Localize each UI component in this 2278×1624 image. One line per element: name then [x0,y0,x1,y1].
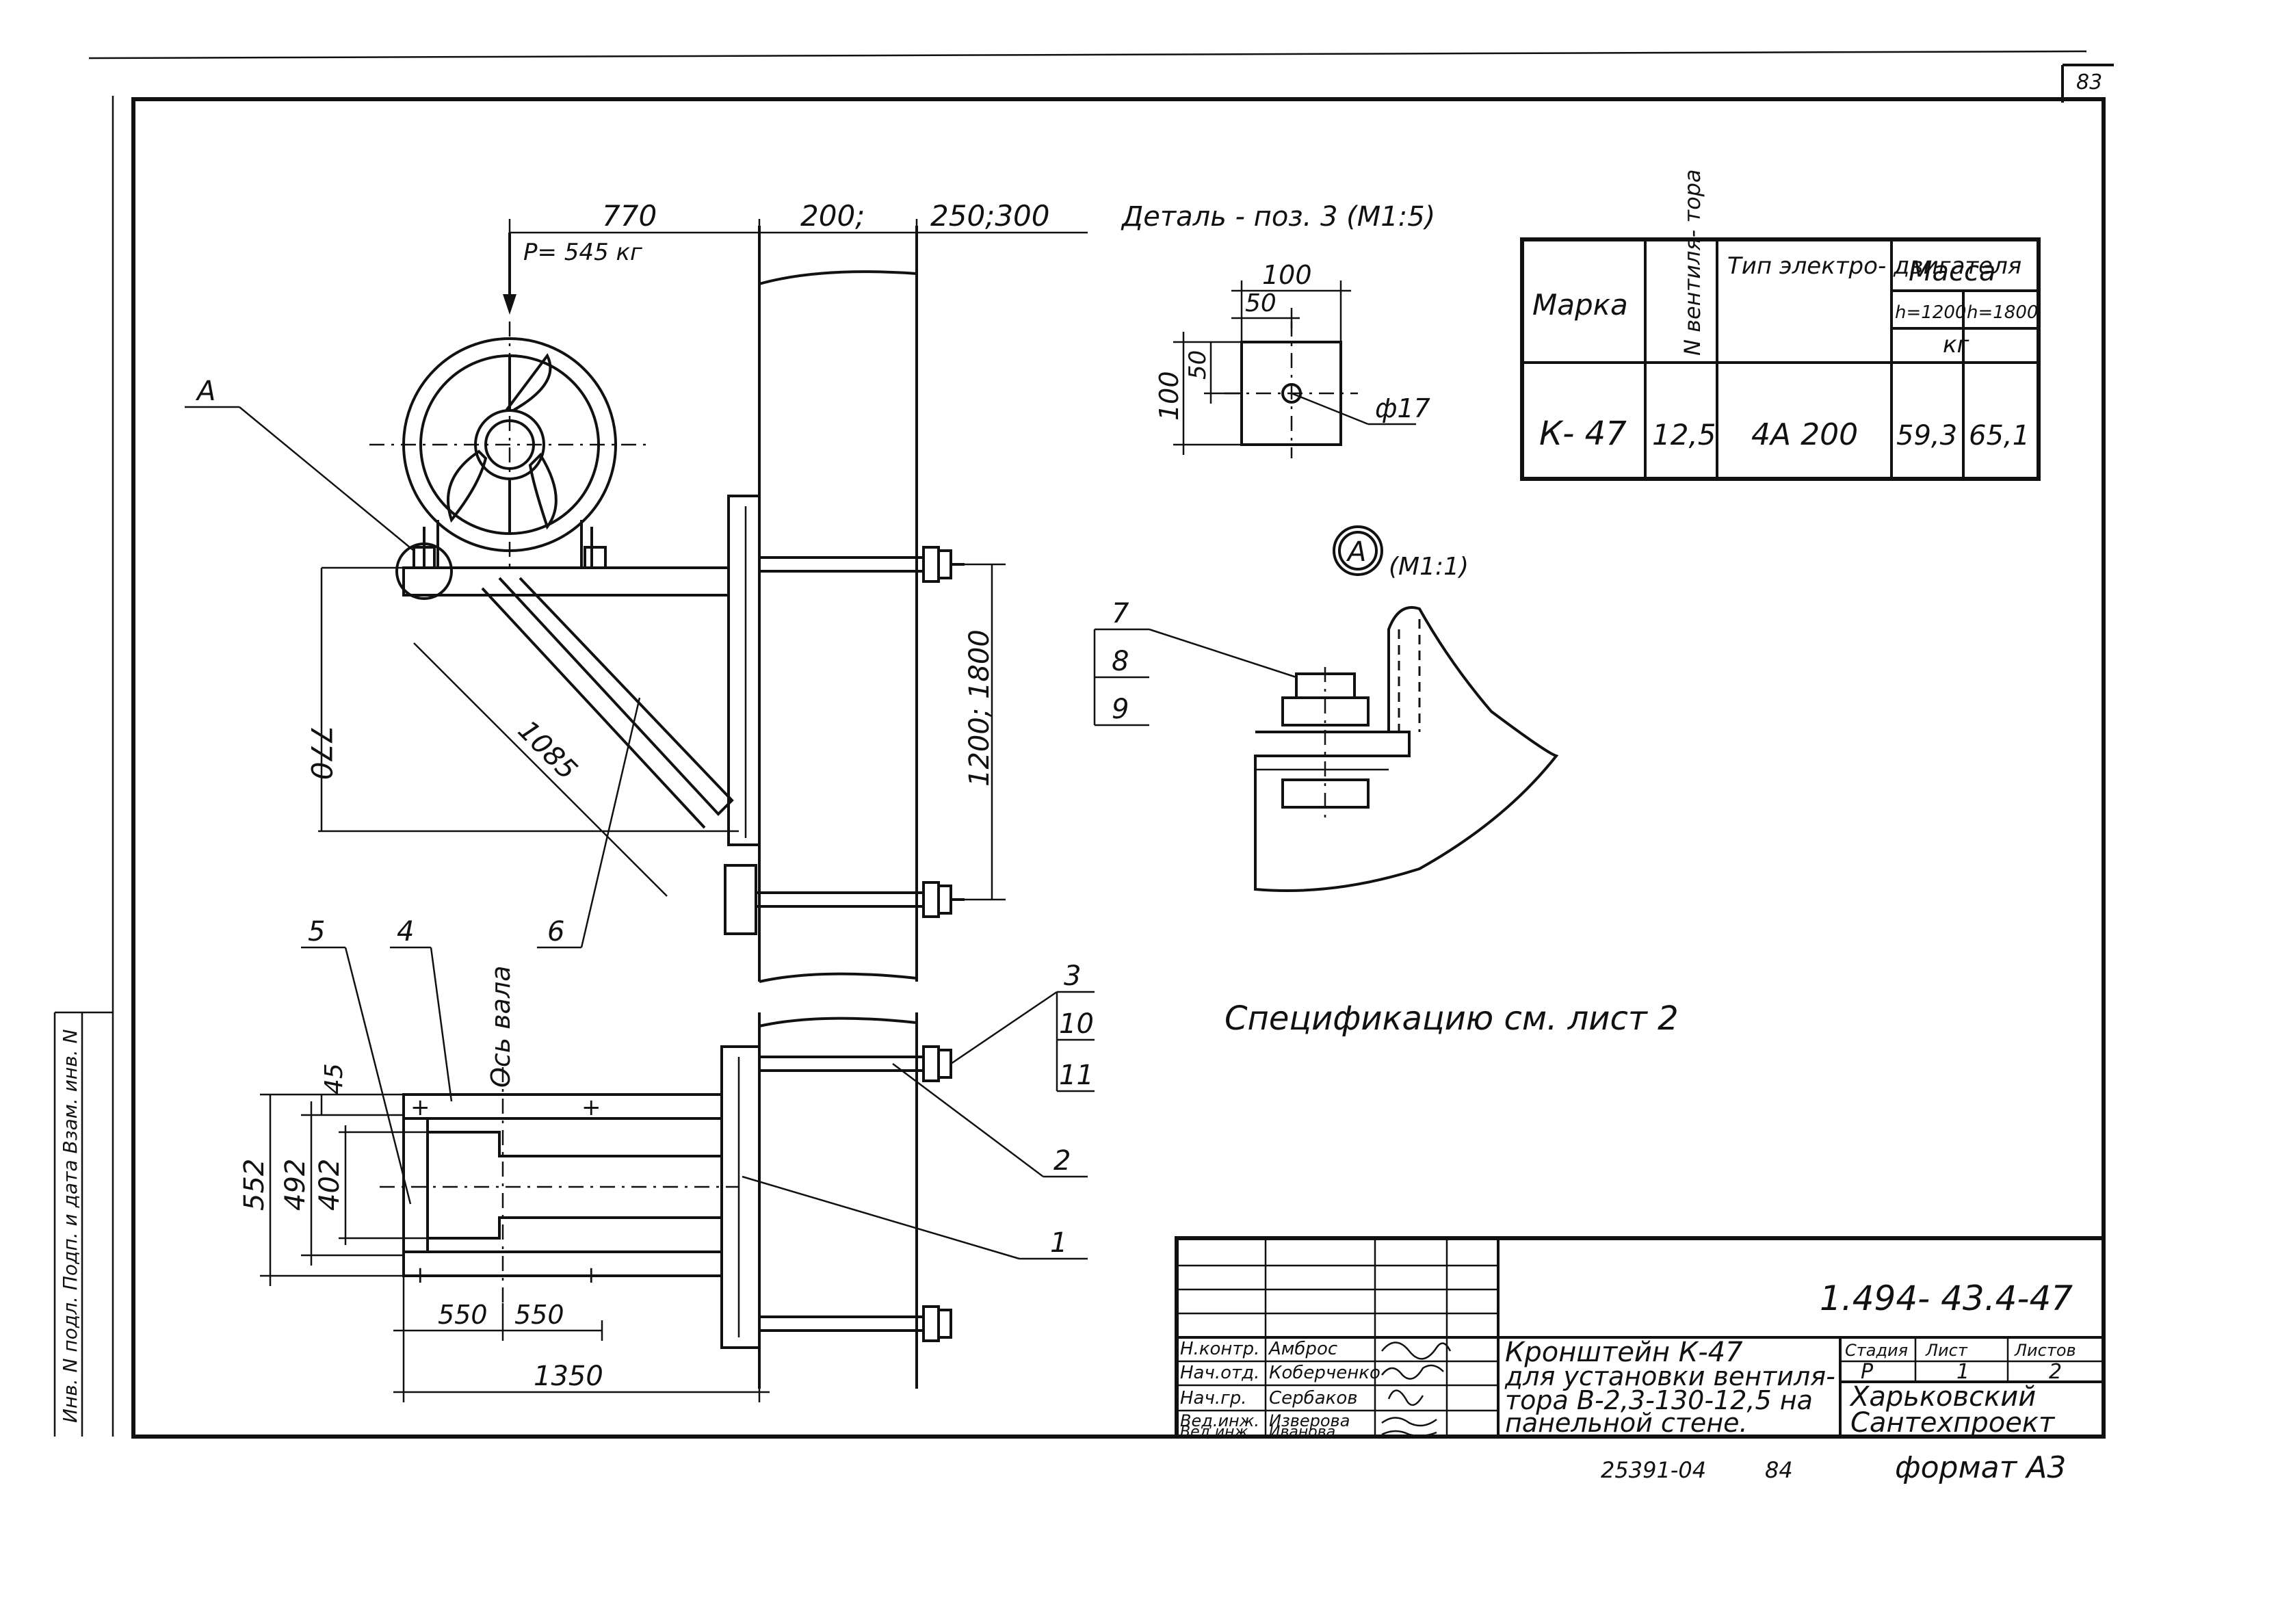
spec-header-kg: кг [1943,331,1970,358]
sig-role-4: Вед.инж. [1180,1411,1259,1430]
bottom-page: 84 [1765,1457,1793,1483]
spec-cell-mass-1200: 59,3 [1896,420,1957,451]
spec-header-h1200: h=1200 [1895,302,1966,323]
sig-role-2: Нач.отд. [1180,1363,1259,1383]
sig-name-1: Амброс [1268,1339,1337,1359]
plus-mark-3: + [410,1261,430,1289]
spec-header-motor: Тип электро- двигателя [1727,252,2021,280]
fan-icon [369,322,650,569]
sig-name-3: Сербаков [1269,1388,1358,1409]
spec-header-fan-no: N вентиля- тора [1679,169,1705,356]
dim-492: 492 [280,1159,311,1211]
load-label: P= 545 кг [523,239,643,266]
callout-10-label: 10 [1059,1008,1094,1040]
shaft-axis-label: Ось вала [486,965,516,1088]
detail-3-dim-50-w: 50 [1245,289,1277,317]
callout-3-label: 3 [1064,960,1081,992]
dim-200: 200; [800,199,865,233]
dim-1350: 1350 [534,1361,603,1392]
plus-mark-2: + [581,1094,601,1121]
plus-mark-4: + [581,1261,601,1289]
title-line-2: для установки вентиля- [1504,1361,1835,1391]
org-line-2: Сантехпроект [1850,1407,2056,1439]
detail-3-title: Деталь - поз. 3 (М1:5) [1121,201,1435,233]
callout-a-label: A [195,376,215,407]
format-label: формат А3 [1895,1450,2066,1485]
title-block: 1.494- 43.4-47 Кронштейн К-47 для устано… [1175,1236,2106,1441]
spec-header-h1800: h=1800 [1967,302,2038,323]
stage-value: Р [1861,1360,1874,1384]
dim-1085: 1085 [512,715,584,787]
spec-cell-fan-no: 12,5 [1652,418,1716,451]
dim-550-left: 550 [438,1300,488,1330]
page-number: 83 [2076,70,2102,94]
detail-a: A (М1:1) 7 8 9 [1093,525,1559,892]
callout-11-label: 11 [1059,1060,1094,1091]
dim-552: 552 [239,1159,270,1211]
spec-cell-marka: К- 47 [1539,415,1627,453]
spec-cell-motor: 4А 200 [1751,417,1858,452]
callout-4-label: 4 [397,916,414,947]
detail-3-dim-100-w: 100 [1262,260,1312,290]
doc-code: 1.494- 43.4-47 [1820,1279,2073,1318]
plus-mark-1: + [410,1094,430,1121]
stage-header: Стадия [1845,1341,1908,1360]
left-margin-stamp: Инв. N подл. Подп. и дата Взам. инв. N [59,1029,81,1423]
sheet-frame: 83 Инв. N подл. Подп. и дата Взам. инв. … [53,50,2114,1485]
detail-a-marker: A [1346,536,1366,568]
callout-2-label: 2 [1053,1145,1071,1177]
dim-402: 402 [314,1159,345,1211]
elevation-view: 770 200; 250;300 P= 545 кг [185,199,1088,983]
callout-5-label: 5 [308,916,325,947]
detail-3: Деталь - поз. 3 (М1:5) 100 50 100 50 ф17 [1121,201,1435,458]
callout-7-label: 7 [1112,598,1129,629]
bottom-code: 25391-04 [1601,1457,1706,1483]
signature-1 [1381,1341,1452,1360]
signature-3 [1387,1389,1424,1406]
signature-5 [1381,1430,1437,1437]
sheets-header: Листов [2014,1341,2076,1360]
sig-name-5: Иванова [1269,1424,1335,1441]
spec-header-mass: Масса [1909,256,1996,287]
spec-cell-mass-1800: 65,1 [1969,420,2030,451]
dim-250-300: 250;300 [930,199,1049,233]
signature-4 [1381,1417,1437,1427]
plan-view: + + + + Ось вала 45 552 492 402 [239,916,1095,1402]
dim-45: 45 [320,1063,348,1095]
title-line-1: Кронштейн К-47 [1505,1337,1743,1368]
sheet-value: 1 [1956,1360,1969,1384]
title-line-4: панельной стене. [1505,1408,1748,1438]
detail-3-dim-50-h: 50 [1184,350,1212,380]
sheets-value: 2 [2049,1360,2062,1384]
title-line-3: тора В-2,3-130-12,5 на [1505,1385,1813,1415]
dim-550-right: 550 [514,1300,564,1330]
org-line-1: Харьковский [1849,1381,2036,1413]
sig-name-2: Коберченко [1269,1363,1380,1383]
sig-name-4: Изверова [1269,1411,1350,1430]
callout-6-label: 6 [547,916,564,947]
dim-770-left: 770 [304,725,338,780]
sheet-header: Лист [1925,1341,1968,1360]
callout-1-label: 1 [1050,1227,1067,1259]
detail-3-hole-dia: ф17 [1375,393,1430,423]
sig-role-5: Вед.инж. [1180,1424,1253,1441]
spec-note: Спецификацию см. лист 2 [1225,999,1679,1038]
callout-9-label: 9 [1112,694,1129,725]
signature-2 [1381,1364,1444,1380]
sig-role-3: Нач.гр. [1180,1388,1247,1409]
callout-8-label: 8 [1112,646,1129,677]
dim-770-top: 770 [602,199,657,233]
sig-role-1: Н.контр. [1180,1339,1259,1359]
detail-3-dim-100-h: 100 [1154,371,1184,421]
spec-table: Марка N вентиля- тора Тип электро- двига… [1520,169,2041,481]
detail-a-scale: (М1:1) [1389,553,1469,581]
spec-header-marka: Марка [1532,288,1628,322]
dim-1200-1800: 1200; 1800 [964,629,995,787]
